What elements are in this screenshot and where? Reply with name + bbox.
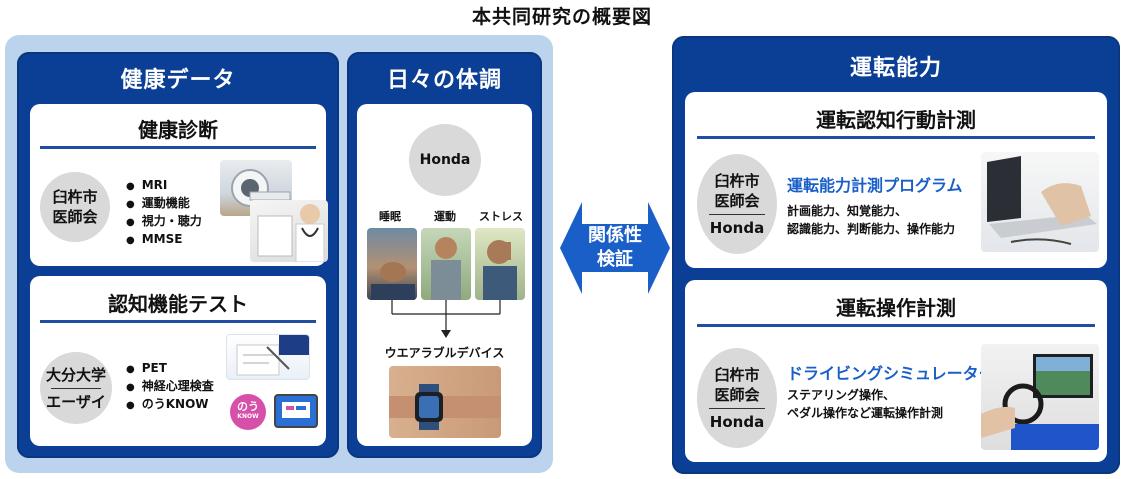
smartwatch-photo [389,366,501,438]
driving-cognition-card: 運転認知行動計測 臼杵市 医師会 Honda 運転能力計測プログラム 計画能力、… [685,92,1107,268]
sleep-label: 睡眠 [379,210,401,223]
health-data-panel: 健康データ 健康診断 臼杵市 医師会 MRI 運動機能 視力・聴力 MMSE [17,52,339,458]
driving-operation-title: 運転操作計測 [836,296,956,320]
exercise-photo [421,228,471,300]
health-data-title: 健康データ [120,68,236,93]
stress-photo [475,228,525,300]
checkup-item: MMSE [126,231,202,249]
doctor-icon [257,204,325,262]
usuki-medical-association-badge: 臼杵市 医師会 [40,172,110,242]
oita-eisai-badge: 大分大学 エーザイ [40,352,112,424]
driving-simulator-photo [981,344,1099,450]
nouknow-logo: のう KNOW [230,394,266,430]
stress-label: ストレス [479,210,523,223]
cognitive-item: PET [126,360,214,378]
laptop-photo [981,152,1099,252]
driving-cognition-title: 運転認知行動計測 [816,108,976,132]
diagram-title: 本共同研究の概要図 [471,6,652,28]
tablet-photo [274,394,318,428]
driving-cognition-divider [697,136,1095,139]
daily-condition-title: 日々の体調 [386,68,502,93]
cognitive-item: のうKNOW [126,396,214,414]
mri-photo [220,160,292,216]
driving-program-description: 計画能力、知覚能力、 認識能力、判断能力、操作能力 [787,204,956,236]
simulator-description: ステアリング操作、 ペダル操作など運転操作計測 [787,388,944,420]
driving-program-title: 運転能力計測プログラム [787,176,963,195]
driving-operation-divider [697,324,1095,327]
simulator-title: ドライビングシミュレーター [787,364,995,383]
honda-badge: Honda [409,124,481,196]
exercising-person-icon [431,237,461,300]
relation-verification-arrow [560,202,670,294]
checkup-divider [40,146,316,149]
daily-condition-panel: 日々の体調 Honda 睡眠 運動 ストレス [347,52,542,458]
checkup-title: 健康診断 [138,118,218,142]
checkup-card: 健康診断 臼杵市 医師会 MRI 運動機能 視力・聴力 MMSE [30,104,328,266]
stressed-person-icon [483,240,517,300]
smartwatch-icon [389,384,501,430]
bracket-arrow [391,300,501,338]
sleeping-person-icon [371,262,415,300]
wearable-device-label: ウエアラブルデバイス [384,346,505,360]
driving-operation-card: 運転操作計測 臼杵市 医師会 Honda ドライビングシミュレーター ステアリン… [685,280,1107,462]
cognitive-list: PET 神経心理検査 のうKNOW [126,360,214,414]
driving-simulator-icon [981,354,1099,450]
mri-scanner-icon [231,169,291,207]
checkup-list: MRI 運動機能 視力・聴力 MMSE [126,177,202,249]
exercise-label: 運動 [434,210,456,223]
daily-condition-card: Honda 睡眠 運動 ストレス [357,104,532,446]
cognitive-item: 神経心理検査 [126,378,214,396]
tablet-icon [282,402,310,418]
writing-test-photo [226,334,310,380]
checkup-item: 視力・聴力 [126,213,202,231]
cognitive-test-title: 認知機能テスト [108,292,248,316]
cognition-org-badge: 臼杵市 医師会 Honda [697,154,777,254]
operation-org-badge: 臼杵市 医師会 Honda [697,348,777,448]
checkup-item: MRI [126,177,202,195]
cognitive-divider [40,320,316,323]
relation-verification-label: 関係性 検証 [588,225,642,270]
writing-icon [236,335,309,376]
driving-ability-title: 運転能力 [849,56,942,81]
laptop-icon [987,156,1097,245]
driving-ability-panel: 運転能力 運転認知行動計測 臼杵市 医師会 Honda 運転能力計測プログラム … [672,36,1120,474]
cognitive-test-card: 認知機能テスト 大分大学 エーザイ PET 神経心理検査 のうKNOW のう K… [30,276,326,446]
checkup-item: 運動機能 [126,195,202,213]
doctor-photo [250,200,328,262]
sleep-photo [367,228,417,300]
